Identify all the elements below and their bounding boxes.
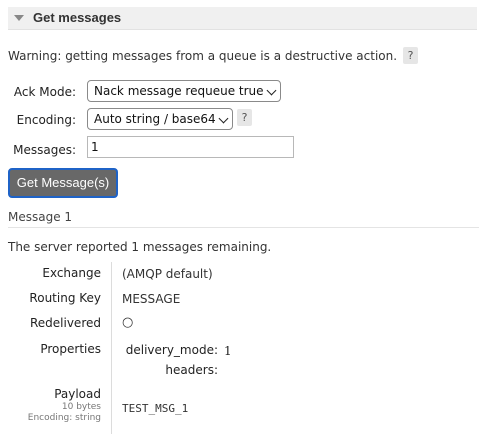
ack-mode-select[interactable]: Nack message requeue true [87, 80, 281, 102]
delivery-mode-value: 1 [224, 344, 232, 358]
routing-key-value: MESSAGE [122, 292, 181, 306]
section-title: Get messages [33, 10, 122, 25]
properties-label: Properties [40, 342, 101, 356]
get-messages-button[interactable]: Get Message(s) [8, 168, 118, 198]
exchange-label: Exchange [42, 266, 101, 280]
ack-mode-label: Ack Mode: [13, 85, 76, 99]
redelivered-label: Redelivered [29, 316, 101, 330]
message-title: Message 1 [8, 210, 73, 224]
chevron-down-icon [218, 113, 229, 124]
divider [8, 227, 479, 228]
redelivered-value: ○ [122, 315, 134, 330]
encoding-value: Auto string / base64 [94, 112, 216, 126]
payload-size: 10 bytes [61, 402, 101, 412]
get-messages-section-header[interactable]: Get messages [8, 7, 477, 30]
encoding-help-button[interactable]: ? [237, 109, 252, 126]
messages-count-input[interactable]: 1 [87, 136, 294, 158]
warning-help-button[interactable]: ? [403, 47, 418, 64]
headers-key: headers: [165, 363, 218, 377]
ack-mode-value: Nack message requeue true [94, 84, 264, 98]
triangle-down-icon [14, 15, 24, 21]
details-divider [111, 262, 112, 434]
messages-remaining-text: The server reported 1 messages remaining… [8, 240, 272, 254]
chevron-down-icon [266, 85, 277, 96]
routing-key-label: Routing Key [29, 291, 101, 305]
destructive-warning: Warning: getting messages from a queue i… [8, 49, 398, 63]
exchange-value: (AMQP default) [122, 267, 213, 281]
encoding-select[interactable]: Auto string / base64 [87, 108, 233, 130]
payload-encoding: Encoding: string [27, 413, 101, 423]
encoding-label: Encoding: [16, 113, 76, 127]
delivery-mode-key: delivery_mode: [125, 343, 218, 357]
payload-label: Payload [54, 387, 101, 401]
payload-value: TEST_MSG_1 [122, 402, 189, 415]
messages-label: Messages: [13, 143, 76, 157]
